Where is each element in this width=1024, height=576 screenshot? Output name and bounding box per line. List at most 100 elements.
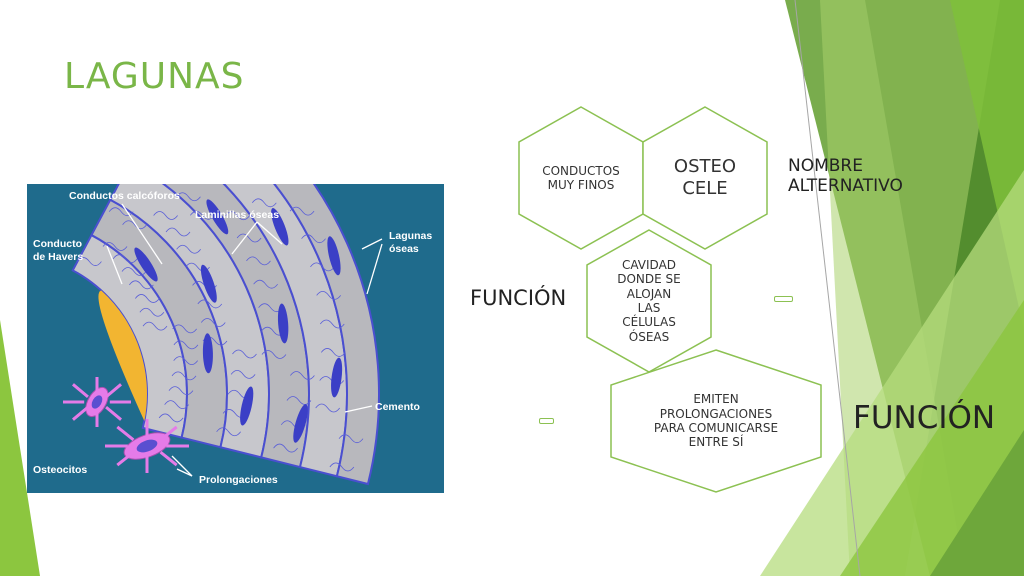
canaliculus [121, 267, 147, 276]
osteocytes [63, 377, 189, 473]
pointer-line [256, 221, 283, 245]
canaliculus [112, 254, 138, 264]
pointer-line [176, 468, 193, 477]
canaliculus [290, 371, 315, 380]
canaliculus [232, 349, 257, 359]
canaliculus [261, 350, 287, 359]
osteocyte-nucleus [136, 439, 158, 453]
canaliculus [286, 396, 312, 405]
label-pointer-lines [106, 203, 383, 477]
hex-osteocele: OSTEO CELE [642, 106, 768, 250]
dash-connector-right [774, 296, 793, 302]
label-osteocitos: Osteocitos [33, 464, 87, 476]
canaliculus [225, 211, 250, 221]
canaliculus [200, 318, 226, 327]
haversian-canal [98, 290, 147, 422]
canaliculus [246, 256, 271, 266]
canaliculus [165, 227, 191, 237]
lacuna [206, 199, 229, 235]
lacuna [327, 236, 341, 276]
canaliculus [301, 234, 326, 244]
canaliculus [316, 290, 341, 300]
canaliculus [135, 294, 160, 303]
canaliculus [176, 244, 201, 254]
lacuna [134, 247, 158, 282]
canaliculus [251, 198, 277, 208]
pointer-line [344, 405, 373, 413]
osteocyte-process [105, 405, 123, 421]
canaliculus [164, 400, 189, 410]
canaliculus [168, 386, 194, 396]
canaliculus [122, 220, 147, 230]
hex-conductos-text: CONDUCTOS MUY FINOS [542, 163, 620, 192]
lacuna [202, 333, 213, 374]
canaliculus [338, 434, 364, 444]
label-nombre-alternativo: NOMBRE ALTERNATIVO [788, 156, 903, 197]
canaliculus [289, 206, 315, 216]
hex-cavidad: CAVIDAD DONDE SE ALOJAN LAS CÉLULAS ÓSEA… [586, 229, 712, 373]
lacuna [271, 208, 289, 246]
lacuna [293, 404, 308, 443]
canaliculus [173, 340, 199, 350]
hex-cavidad-text: CAVIDAD DONDE SE ALOJAN LAS CÉLULAS ÓSEA… [617, 257, 681, 344]
canaliculus [216, 427, 241, 437]
canaliculus [319, 319, 345, 329]
canaliculus [230, 369, 256, 379]
pointer-line [121, 203, 163, 265]
label-cemento: Cemento [375, 401, 420, 413]
canaliculus [310, 262, 335, 272]
lamella-ring [273, 184, 380, 486]
pointer-line [106, 245, 123, 285]
lacuna [277, 303, 289, 344]
hex-emiten-text: EMITEN PROLONGACIONES PARA COMUNICARSE E… [653, 392, 779, 450]
lacuna [240, 386, 254, 426]
label-lagunas-oseas-line1: Lagunas [389, 230, 432, 242]
osteocyte-process [71, 405, 89, 421]
label-funcion-large: FUNCIÓN [853, 400, 996, 436]
canaliculus [77, 257, 102, 266]
label-conducto-havers-line2: de Havers [33, 251, 83, 263]
osteocyte-process [105, 383, 123, 399]
label-funcion-small: FUNCIÓN [470, 286, 567, 310]
osteocyte-nucleus [91, 395, 103, 409]
canaliculus [139, 307, 165, 317]
pointer-line [366, 243, 383, 295]
lamellae-wedge [71, 184, 380, 486]
osteocyte-process [116, 425, 135, 441]
label-conductos-calcoforos: Conductos calcóforos [69, 190, 180, 202]
canaliculus [329, 462, 355, 472]
canaliculus [102, 242, 128, 251]
canaliculus [273, 443, 298, 453]
label-conducto-havers-line1: Conducto [33, 238, 82, 250]
canaliculus [129, 280, 154, 290]
canaliculus [190, 210, 215, 220]
bone-lacunae-illustration: Conductos calcóforos Laminillas óseas Co… [27, 184, 444, 493]
dash-connector-left [539, 418, 554, 424]
label-lagunas-oseas-line2: óseas [389, 243, 419, 255]
canaliculus [315, 403, 341, 413]
label-laminillas-oseas: Laminillas óseas [195, 209, 279, 221]
canaliculus [176, 192, 201, 202]
canaliculus [197, 299, 223, 309]
lacuna [331, 357, 343, 398]
canaliculus [172, 324, 197, 334]
canaliculus [173, 356, 199, 365]
lacuna [200, 264, 217, 303]
osteocyte-process [159, 451, 178, 467]
canaliculus [171, 371, 197, 381]
pointer-line [171, 455, 193, 477]
osteocyte-process [71, 383, 89, 399]
pointer-line [361, 238, 383, 250]
slide-title: LAGUNAS [64, 56, 245, 97]
hex-osteocele-text: OSTEO CELE [673, 156, 737, 199]
canaliculus [153, 211, 178, 220]
canaliculus [158, 413, 184, 423]
canaliculus [320, 348, 346, 357]
canaliculus [253, 279, 278, 289]
hex-emiten: EMITEN PROLONGACIONES PARA COMUNICARSE E… [610, 349, 822, 493]
hex-conductos: CONDUCTOS MUY FINOS [518, 106, 644, 250]
label-prolongaciones: Prolongaciones [199, 474, 278, 486]
canaliculus [142, 321, 168, 331]
pointer-line [231, 221, 258, 255]
